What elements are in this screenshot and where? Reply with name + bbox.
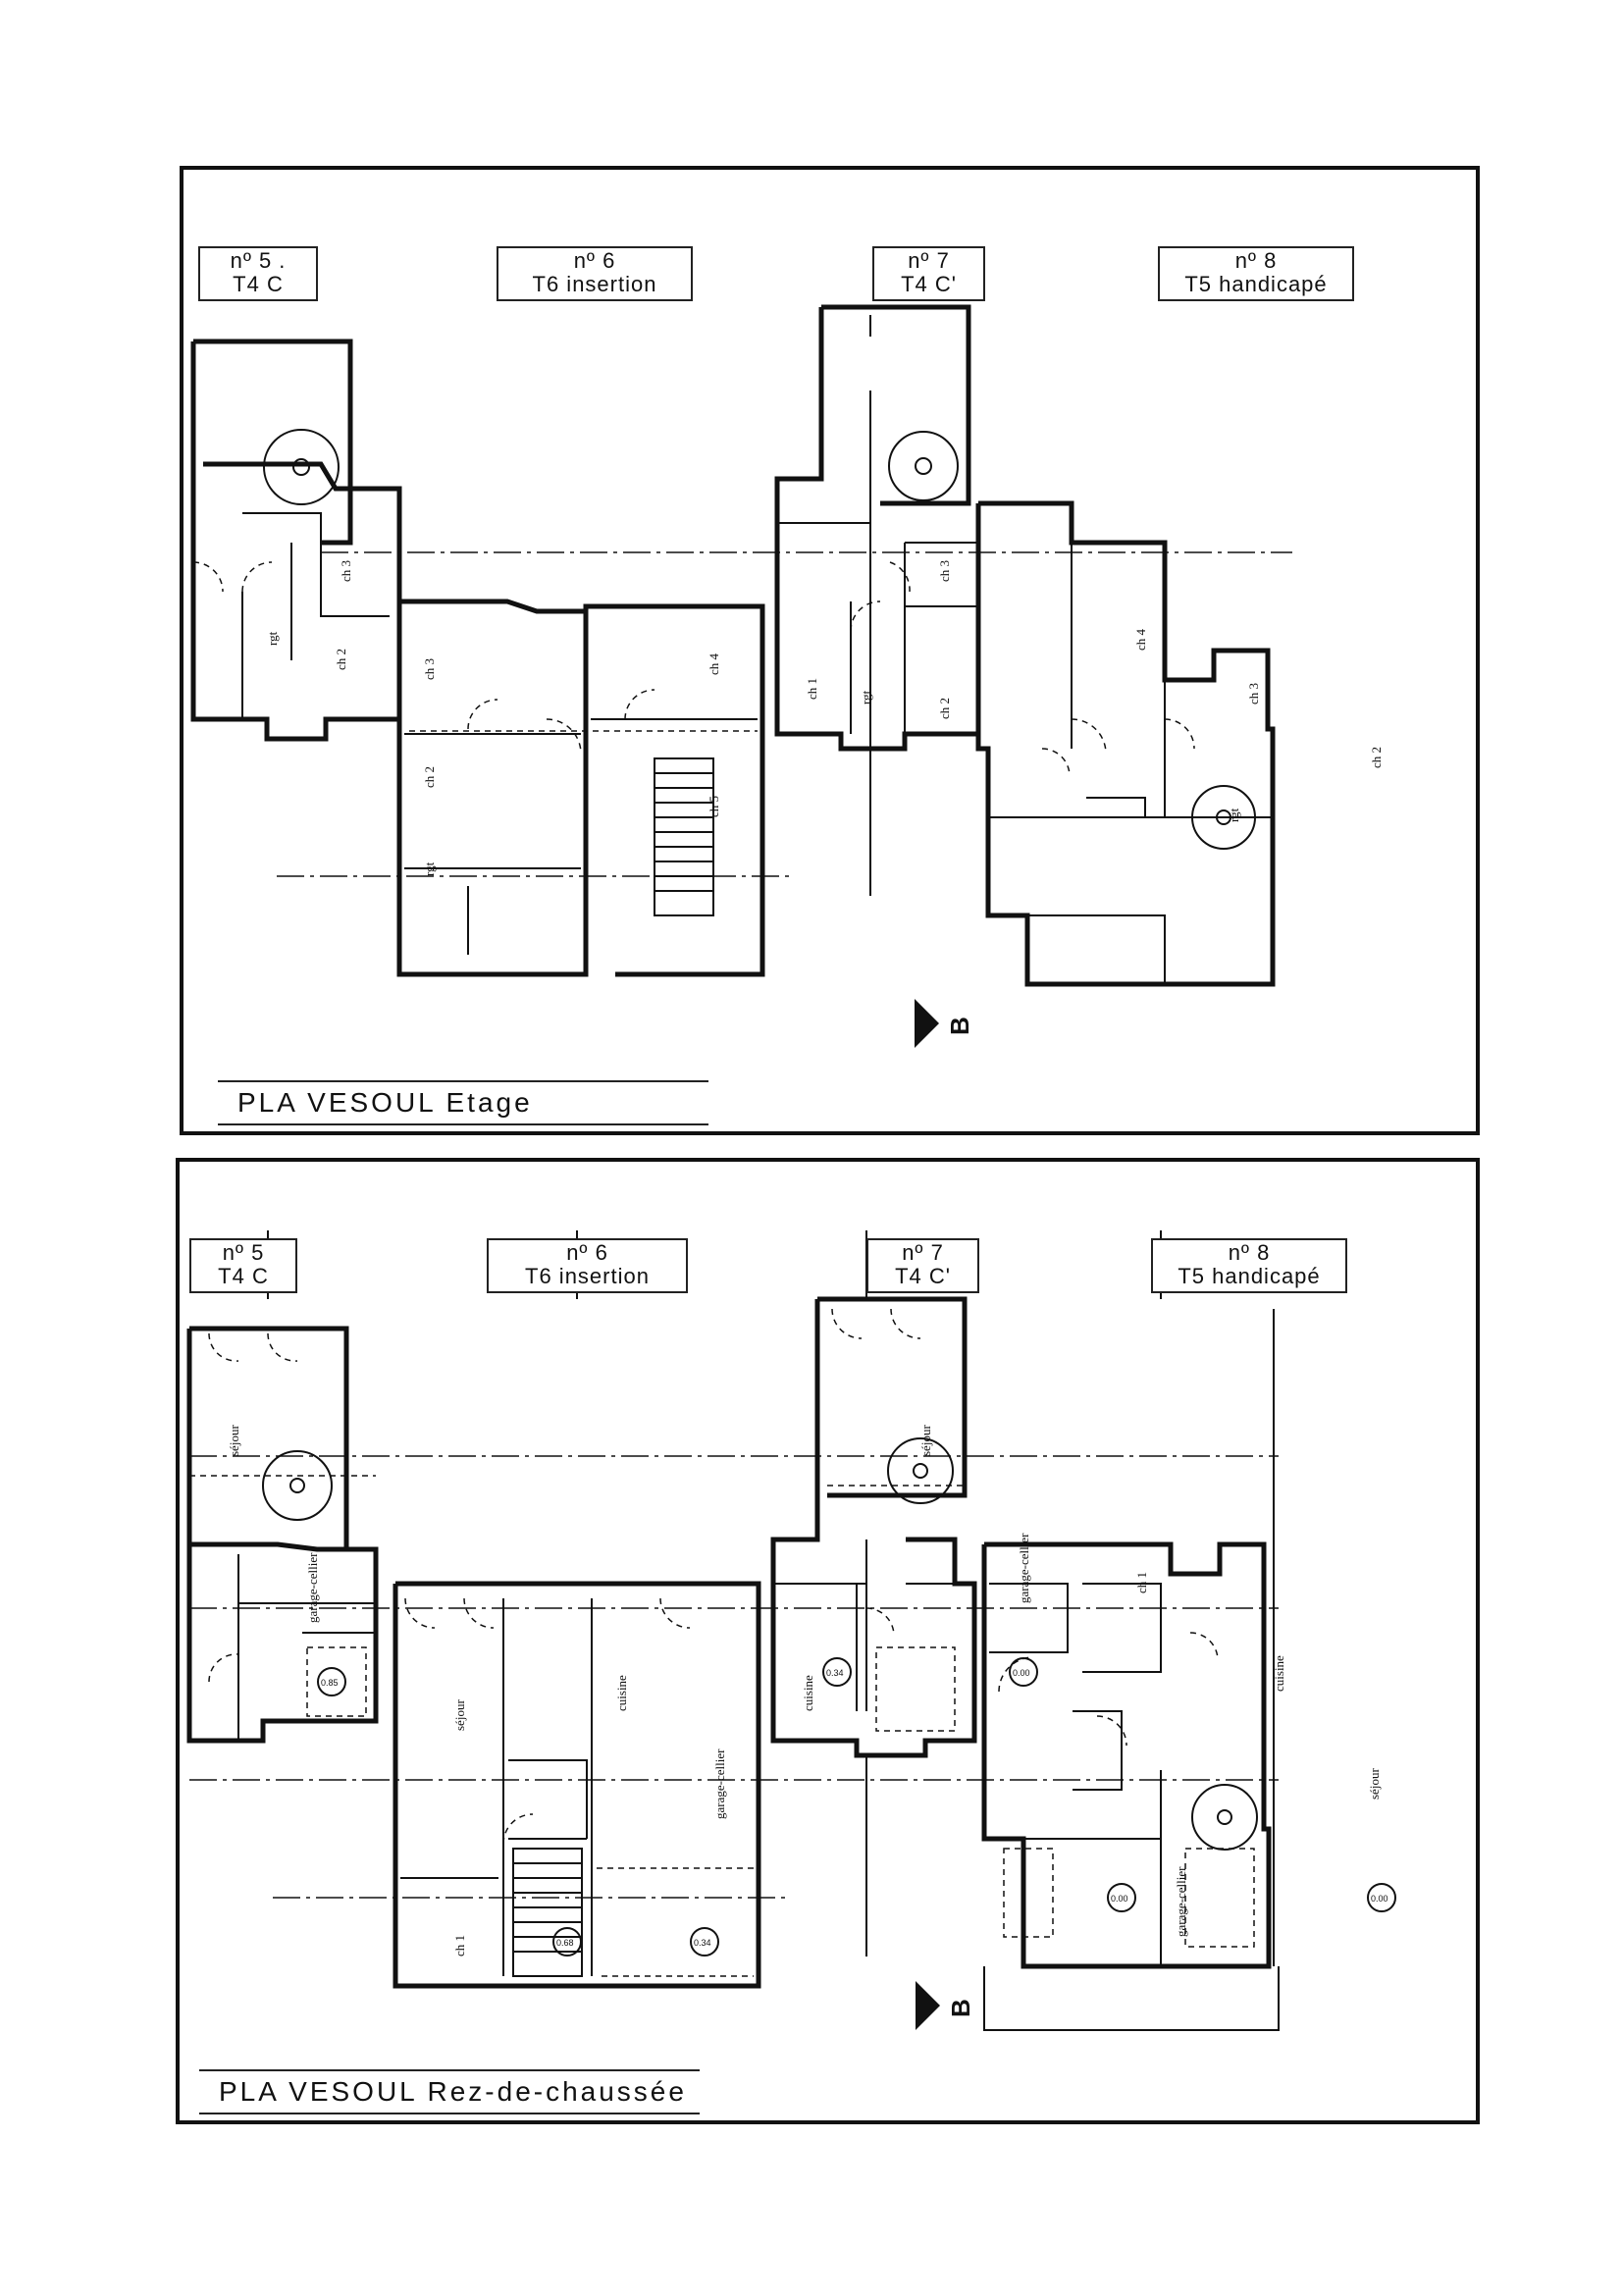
room-label: séjour — [918, 1425, 933, 1456]
room-label: ch 3 — [422, 658, 437, 680]
etage-room-labels: ch 3 ch 2 rgt ch 3 ch 2 rgt ch 4 ch 5 ch… — [265, 560, 1384, 876]
section-mark-b: B — [915, 999, 974, 1048]
unit-tag-7: nº 7 T4 C' — [866, 1238, 979, 1293]
floor-plan-rdc: 0.85 0.68 0.34 0.34 0.00 0.00 0.00 séjou… — [176, 1158, 1480, 2124]
room-label: ch 2 — [334, 649, 348, 670]
unit-tag-6: nº 6 T6 insertion — [487, 1238, 688, 1293]
room-label: ch 4 — [707, 652, 721, 675]
room-label: ch 5 — [707, 796, 721, 817]
level-marker: 0.34 — [826, 1668, 844, 1678]
room-label: séjour — [452, 1699, 467, 1731]
unit-tag-8: nº 8 T5 handicapé — [1151, 1238, 1347, 1293]
room-label: garage-cellier — [1174, 1866, 1188, 1937]
room-label: ch 2 — [422, 766, 437, 788]
room-label: garage-cellier — [305, 1552, 320, 1623]
level-marker: 0.00 — [1371, 1894, 1388, 1904]
room-label: ch 3 — [339, 560, 353, 582]
section-mark-b: B — [916, 1981, 975, 2030]
level-marker: 0.00 — [1111, 1894, 1128, 1904]
unit-tag-8: nº 8 T5 handicapé — [1158, 246, 1354, 301]
room-label: ch 3 — [1246, 683, 1261, 704]
room-label: rgt — [1227, 808, 1241, 822]
etage-plan-drawing: ch 3 ch 2 rgt ch 3 ch 2 rgt ch 4 ch 5 ch… — [190, 304, 1384, 1048]
room-label: ch 1 — [805, 678, 819, 700]
unit-tag-7: nº 7 T4 C' — [872, 246, 985, 301]
level-marker: 0.85 — [321, 1678, 339, 1688]
rdc-room-labels: séjour garage-cellier séjour cuisine gar… — [227, 1425, 1382, 1957]
unit-tag-6: nº 6 T6 insertion — [497, 246, 693, 301]
room-label: rgt — [422, 861, 437, 876]
room-label: cuisine — [801, 1675, 815, 1711]
room-label: ch 1 — [452, 1935, 467, 1957]
unit-tag-5: nº 5 T4 C — [189, 1238, 297, 1293]
room-label: ch 2 — [1369, 747, 1384, 768]
level-marker: 0.68 — [556, 1938, 574, 1948]
level-markers: 0.85 0.68 0.34 0.34 0.00 0.00 0.00 — [317, 1657, 1396, 1957]
room-label: ch 3 — [937, 560, 952, 582]
unit-tag-5: nº 5 . T4 C — [198, 246, 318, 301]
rdc-plan-drawing: 0.85 0.68 0.34 0.34 0.00 0.00 0.00 séjou… — [186, 1230, 1396, 2031]
plan-title-etage: PLA VESOUL Etage — [218, 1080, 708, 1125]
room-label: garage-cellier — [1017, 1533, 1031, 1603]
room-label: ch 1 — [1134, 1572, 1149, 1593]
room-label: rgt — [265, 631, 280, 646]
room-label: rgt — [859, 690, 873, 704]
room-label: ch 4 — [1133, 628, 1148, 651]
level-marker: 0.34 — [694, 1938, 711, 1948]
floor-plan-etage: ch 3 ch 2 rgt ch 3 ch 2 rgt ch 4 ch 5 ch… — [180, 166, 1480, 1135]
plan-title-rdc: PLA VESOUL Rez-de-chaussée — [199, 2069, 700, 2114]
svg-text:B: B — [946, 1999, 975, 2017]
room-label: cuisine — [614, 1675, 629, 1711]
svg-text:B: B — [945, 1017, 974, 1035]
room-label: garage-cellier — [712, 1748, 727, 1819]
room-label: séjour — [227, 1425, 241, 1456]
room-label: cuisine — [1272, 1655, 1286, 1692]
level-marker: 0.00 — [1013, 1668, 1030, 1678]
room-label: séjour — [1367, 1768, 1382, 1800]
room-label: ch 2 — [937, 698, 952, 719]
